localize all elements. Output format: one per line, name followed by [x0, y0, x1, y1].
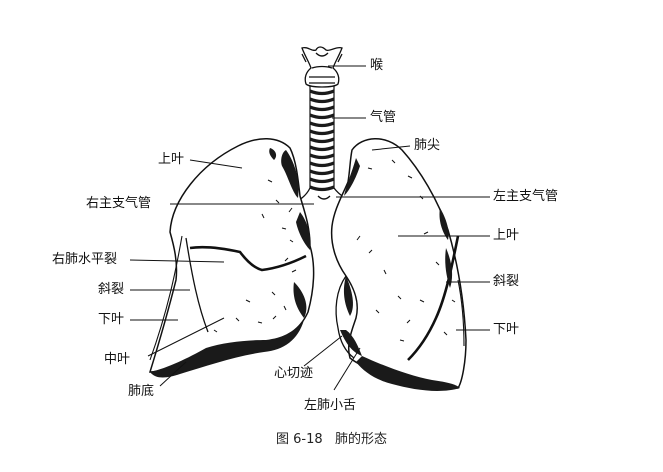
leader-feidi [159, 361, 187, 387]
label-zhongye: 中叶 [104, 352, 131, 367]
label-right-shangye: 上叶 [158, 152, 185, 167]
label-left-xiaye: 下叶 [493, 322, 520, 337]
leader-right-shangye [189, 159, 243, 169]
leader-lines [129, 65, 490, 391]
label-cardiac-notch: 心切迹 [274, 366, 314, 381]
label-right-xiaye: 下叶 [98, 312, 125, 327]
figure-title: 肺的形态 [335, 432, 388, 447]
label-feidi: 肺底 [128, 384, 155, 399]
label-left-main-bronchus: 左主支气管 [493, 189, 559, 204]
right-lung-drawing [148, 138, 315, 378]
leader-zhongye [147, 317, 225, 357]
label-right-main-bronchus: 右主支气管 [86, 196, 152, 211]
label-lingula: 左肺小舌 [304, 398, 357, 413]
larynx-drawing [301, 46, 343, 88]
label-qiguan: 气管 [370, 110, 397, 125]
label-left-oblique-fissure: 斜裂 [493, 274, 520, 289]
label-hou: 喉 [370, 58, 384, 73]
leader-lingula [333, 347, 361, 391]
label-right-oblique-fissure: 斜裂 [98, 282, 125, 297]
label-horizontal-fissure: 右肺水平裂 [52, 252, 118, 267]
leader-cardiac-notch [303, 335, 343, 367]
figure-caption: 图 6-18 肺的形态 [0, 428, 663, 447]
leader-feijian [371, 145, 411, 151]
left-lung-drawing [330, 138, 467, 391]
label-left-shangye: 上叶 [493, 228, 520, 243]
label-feijian: 肺尖 [414, 138, 441, 153]
leader-horizontal-fissure [129, 259, 225, 263]
figure-number: 图 6-18 [275, 432, 323, 447]
